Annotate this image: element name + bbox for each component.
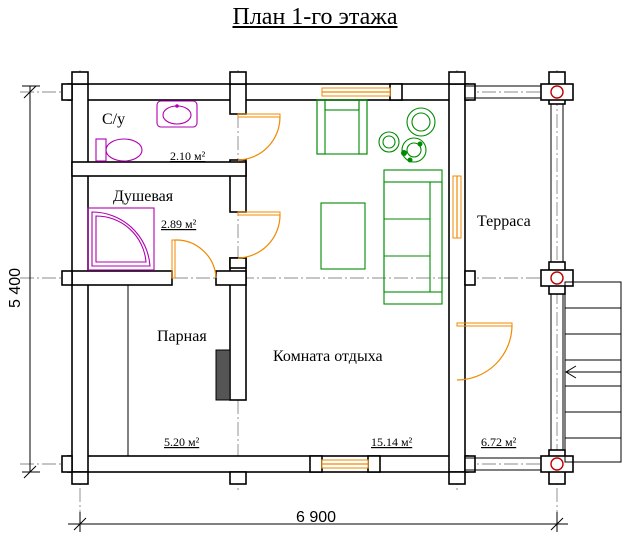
- sauna-stove: [215, 349, 231, 401]
- area-label-terrace: 6.72 м²: [481, 435, 517, 449]
- room-label-sauna: Парная: [157, 328, 207, 345]
- sink-icon: [162, 105, 192, 125]
- dimension-width: 6 900: [296, 509, 336, 526]
- doors: [171, 113, 513, 381]
- dimension-lines: [22, 85, 568, 532]
- shower-tray: [87, 207, 155, 271]
- inner-walls: [71, 83, 247, 401]
- lounge-furniture: [316, 99, 443, 305]
- area-label-shower: 2.89 м²: [161, 217, 197, 231]
- plumbing: [87, 100, 198, 271]
- plan-title: План 1-го этажа: [232, 4, 398, 30]
- toilet-icon: [105, 138, 143, 162]
- area-label-wc: 2.10 м²: [170, 149, 206, 163]
- sauna-furniture: [87, 284, 231, 456]
- door-shower: [237, 214, 281, 259]
- room-label-terrace: Терраса: [477, 213, 531, 230]
- windows: [321, 87, 462, 469]
- toilet-tank: [95, 138, 107, 162]
- entrance-stairs: [564, 281, 622, 463]
- plant-icon: [378, 107, 436, 163]
- post-top: [550, 85, 564, 99]
- dimension-height: 5 400: [7, 268, 24, 308]
- post-middle: [550, 271, 564, 285]
- log-joints: [61, 71, 476, 485]
- terrace-structure: [465, 71, 574, 485]
- area-label-lounge: 15.14 м²: [371, 435, 413, 449]
- room-label-wc: С/у: [102, 111, 125, 128]
- table: [320, 202, 366, 270]
- post-bottom: [550, 457, 564, 471]
- area-label-sauna: 5.20 м²: [164, 435, 200, 449]
- sofa: [383, 169, 443, 305]
- door-entrance: [456, 325, 513, 381]
- room-label-lounge: Комната отдыха: [273, 348, 383, 365]
- door-sauna: [174, 239, 217, 279]
- room-label-shower: Душевая: [113, 188, 174, 205]
- door-wc: [237, 116, 281, 161]
